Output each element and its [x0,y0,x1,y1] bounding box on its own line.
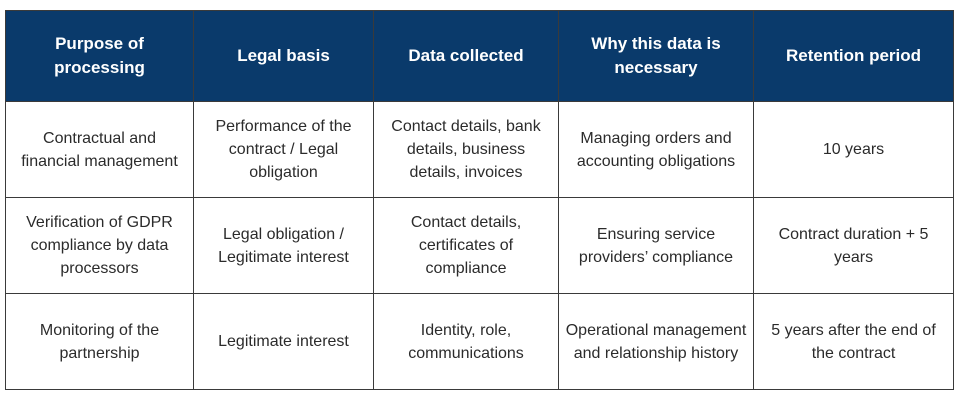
data-processing-table: Purpose of processing Legal basis Data c… [5,10,954,390]
table-header: Purpose of processing Legal basis Data c… [5,10,954,102]
cell-retention-period: 10 years [753,101,954,198]
cell-why-necessary: Managing orders and accounting obligatio… [558,101,754,198]
cell-legal-basis: Legitimate interest [193,293,374,390]
cell-why-necessary: Ensuring service providers’ compliance [558,197,754,294]
cell-purpose: Contractual and financial management [5,101,194,198]
table-row: Verification of GDPR compliance by data … [5,197,954,294]
cell-retention-period: 5 years after the end of the contract [753,293,954,390]
cell-why-necessary: Operational management and relationship … [558,293,754,390]
table-row: Monitoring of the partnership Legitimate… [5,293,954,390]
table-row: Contractual and financial management Per… [5,101,954,198]
header-retention-period: Retention period [753,10,954,102]
header-data-collected: Data collected [373,10,559,102]
header-why-necessary: Why this data is necessary [558,10,754,102]
cell-legal-basis: Legal obligation / Legitimate interest [193,197,374,294]
cell-data-collected: Identity, role, communications [373,293,559,390]
cell-legal-basis: Performance of the contract / Legal obli… [193,101,374,198]
cell-purpose: Monitoring of the partnership [5,293,194,390]
header-purpose: Purpose of processing [5,10,194,102]
cell-data-collected: Contact details, certificates of complia… [373,197,559,294]
cell-data-collected: Contact details, bank details, business … [373,101,559,198]
header-legal-basis: Legal basis [193,10,374,102]
cell-retention-period: Contract duration + 5 years [753,197,954,294]
cell-purpose: Verification of GDPR compliance by data … [5,197,194,294]
table-body: Contractual and financial management Per… [5,101,954,390]
header-row: Purpose of processing Legal basis Data c… [5,10,954,102]
